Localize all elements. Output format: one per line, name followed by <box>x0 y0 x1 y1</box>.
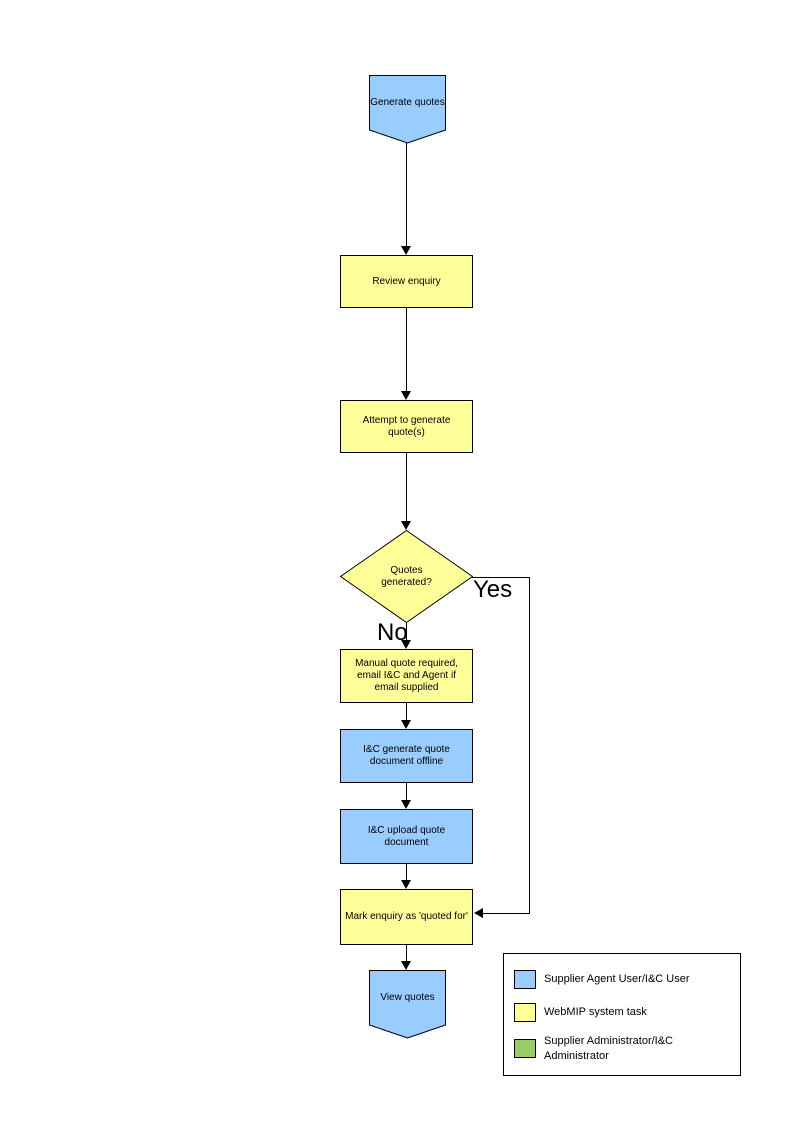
node-ic-generate-offline: I&C generate quote document offline <box>340 729 473 783</box>
edge-manual-offline-line <box>406 703 407 720</box>
legend-swatch-system-task <box>514 1003 536 1022</box>
arrow-left-icon <box>474 908 483 918</box>
node-label: Manual quote required, email I&C and Age… <box>355 658 458 693</box>
legend-label: Supplier Administrator/I&C Administrator <box>544 1035 673 1062</box>
arrow-down-icon <box>401 800 411 809</box>
edge-mark-end-line <box>406 945 407 961</box>
node-label: View quotes <box>380 991 435 1003</box>
arrow-down-icon <box>401 880 411 889</box>
node-label: Generate quotes <box>370 96 445 108</box>
edge-yes-bottom-line <box>483 913 530 914</box>
edge-label-yes: Yes <box>473 576 513 603</box>
legend-box: Supplier Agent User/I&C User WebMIP syst… <box>503 953 741 1076</box>
node-label: I&C generate quote document offline <box>363 744 450 767</box>
arrow-down-icon <box>401 391 411 400</box>
edge-attempt-decision-line <box>406 453 407 521</box>
node-review-enquiry: Review enquiry <box>340 255 473 308</box>
legend-label: Supplier Agent User/I&C User <box>544 973 690 985</box>
node-label: Quotes generated? <box>381 564 432 588</box>
node-label: I&C upload quote document <box>367 824 446 848</box>
node-label: Review enquiry <box>372 275 441 287</box>
edge-offline-upload-line <box>406 783 407 800</box>
node-label: Attempt to generate quote(s) <box>362 414 451 438</box>
node-view-quotes: View quotes <box>369 970 446 1039</box>
node-label: Mark enquiry as 'quoted for' <box>345 911 468 922</box>
edge-yes-top-line <box>472 577 530 578</box>
edge-no-line <box>406 622 407 640</box>
legend-label: WebMIP system task <box>544 1006 647 1018</box>
edge-yes-vertical-line <box>529 577 530 914</box>
node-manual-quote: Manual quote required, email I&C and Age… <box>340 649 473 703</box>
node-generate-quotes: Generate quotes <box>369 75 446 144</box>
node-quotes-generated: Quotes generated? <box>340 530 473 623</box>
edge-start-review-line <box>406 143 407 246</box>
arrow-down-icon <box>401 961 411 970</box>
edge-upload-mark-line <box>406 864 407 880</box>
legend-swatch-admin-task <box>514 1039 536 1058</box>
arrow-down-icon <box>401 246 411 255</box>
node-ic-upload-quote: I&C upload quote document <box>340 809 473 864</box>
offpage-connector-shape <box>369 970 446 1039</box>
node-mark-quoted-for: Mark enquiry as 'quoted for' <box>340 889 473 945</box>
arrow-down-icon <box>401 521 411 530</box>
arrow-down-icon <box>401 720 411 729</box>
legend-swatch-user-task <box>514 970 536 989</box>
arrow-down-icon <box>401 640 411 649</box>
edge-review-attempt-line <box>406 308 407 391</box>
node-attempt-generate: Attempt to generate quote(s) <box>340 400 473 453</box>
offpage-connector-shape <box>369 75 446 144</box>
